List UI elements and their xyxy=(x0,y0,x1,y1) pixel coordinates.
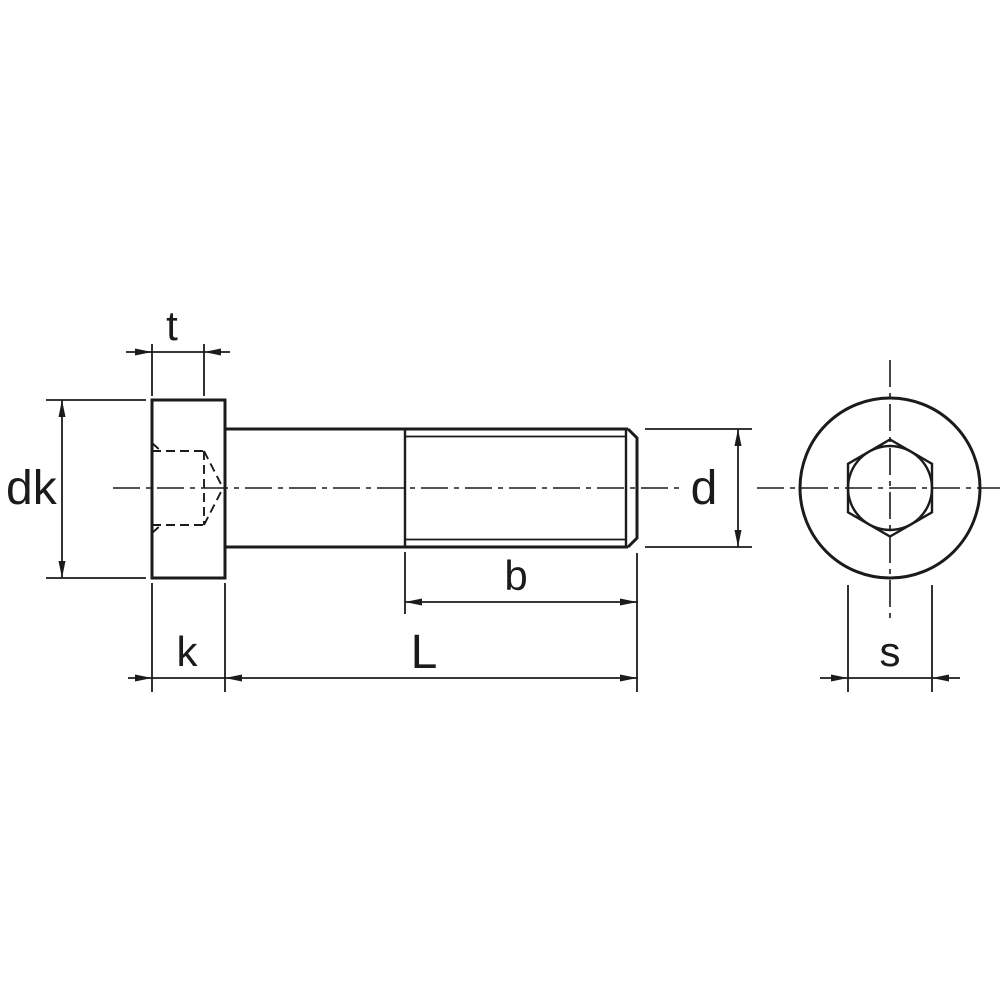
dimension-b: b xyxy=(404,552,637,614)
arrowhead-L-right xyxy=(620,674,637,682)
extension-lines-k-L xyxy=(151,553,638,692)
shank-outline xyxy=(225,427,628,549)
arrowhead-dk-bottom xyxy=(58,561,66,578)
end-chamfer-outline xyxy=(626,427,639,549)
side-view xyxy=(113,398,684,580)
label-thread-length: b xyxy=(504,552,527,599)
label-socket-width: s xyxy=(880,628,901,675)
label-total-length: L xyxy=(411,626,438,679)
label-socket-depth: t xyxy=(166,302,178,349)
arrowhead-t-left xyxy=(135,348,152,356)
dimension-k-and-L: k L xyxy=(128,553,638,692)
label-head-diameter: dk xyxy=(6,462,58,515)
arrowhead-t-right xyxy=(204,348,221,356)
arrowhead-k-left xyxy=(135,674,152,682)
arrowhead-b-right xyxy=(620,598,637,606)
thread-root-lines xyxy=(405,435,626,541)
label-head-height: k xyxy=(177,628,199,675)
dimension-dk: dk xyxy=(6,399,146,579)
dimension-d: d xyxy=(645,428,752,548)
arrowhead-d-bottom xyxy=(734,530,742,547)
arrowhead-k-right-L-left xyxy=(225,674,242,682)
arrowhead-s-right xyxy=(932,674,949,682)
arrowhead-b-left xyxy=(405,598,422,606)
extension-lines-s xyxy=(847,585,933,692)
extension-lines-d xyxy=(645,428,752,548)
arrowhead-dk-top xyxy=(58,400,66,417)
screw-head-outline xyxy=(150,398,227,580)
arrowhead-d-top xyxy=(734,429,742,446)
arrowhead-s-left xyxy=(831,674,848,682)
label-shank-diameter: d xyxy=(691,462,718,515)
extension-lines-dk xyxy=(46,399,146,579)
dimension-t: t xyxy=(126,302,230,396)
end-view xyxy=(757,360,1000,618)
dimension-s: s xyxy=(820,585,960,692)
